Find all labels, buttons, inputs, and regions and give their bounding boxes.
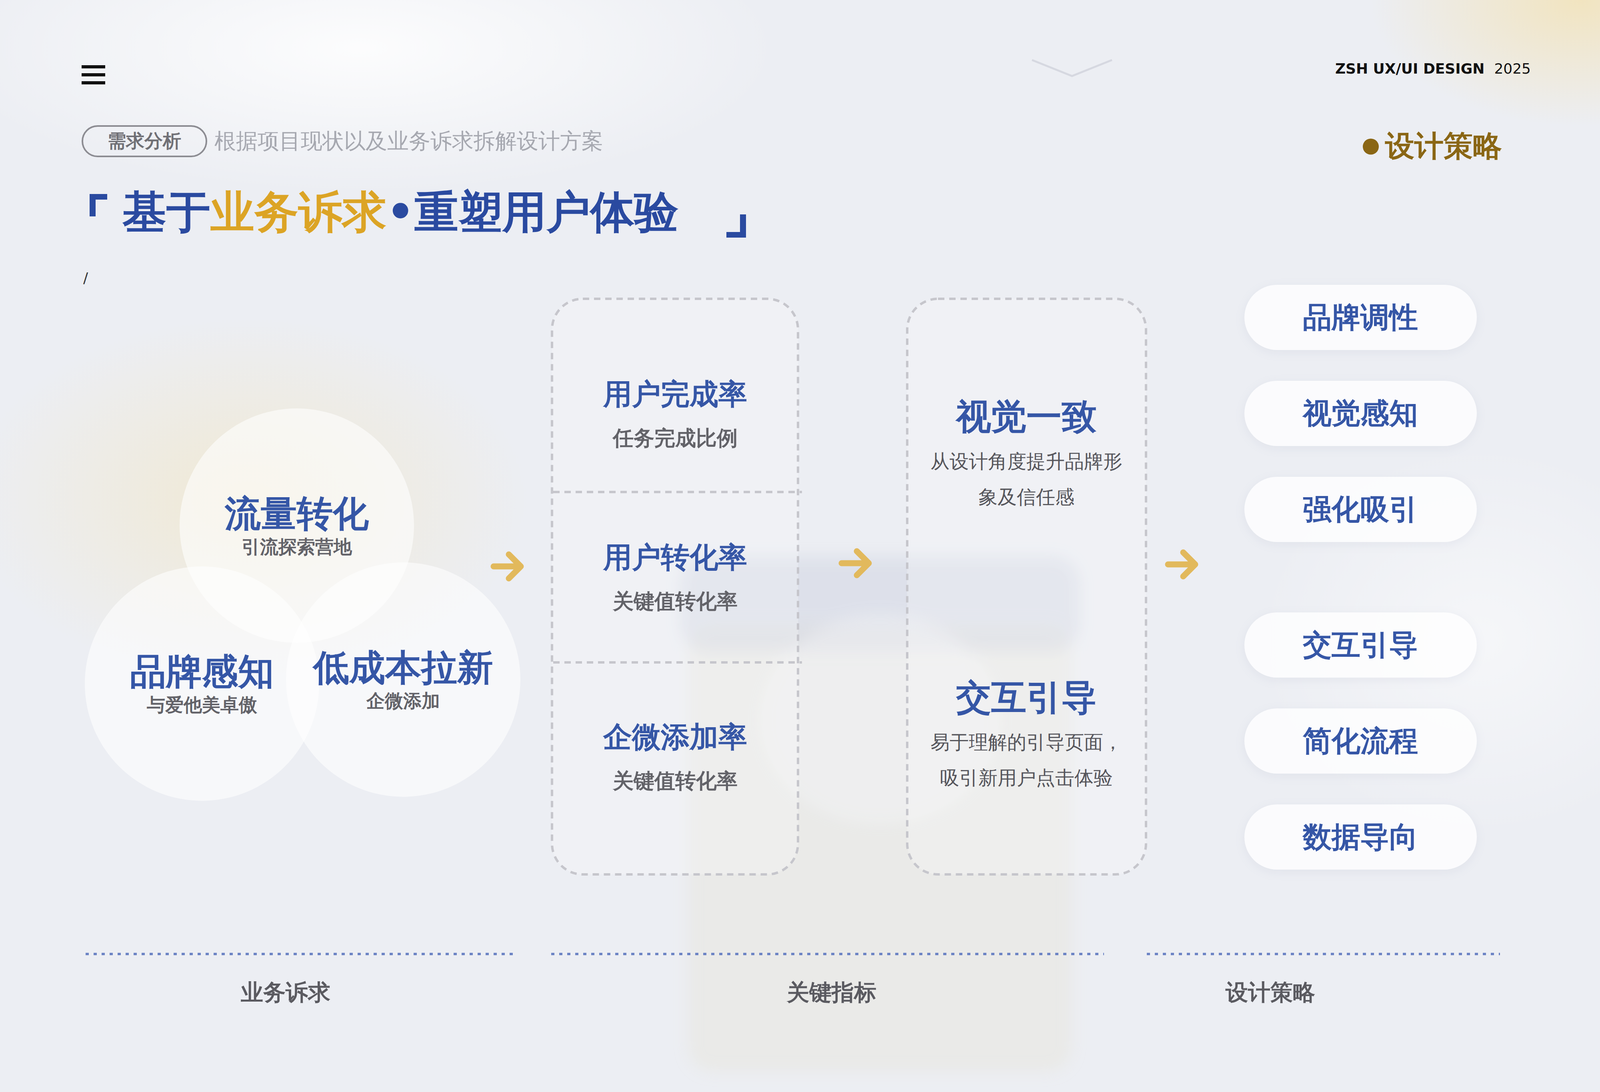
column-caption-text: 关键指标 <box>786 977 877 1008</box>
node-body: 易于理解的引导页面，吸引新用户点击体验 <box>926 724 1127 796</box>
column-caption-text: 业务诉求 <box>240 977 331 1008</box>
node-body: 关键值转化率 <box>612 588 738 615</box>
goal-circle: 低成本拉新企微添加 <box>286 562 521 797</box>
panel-divider <box>553 661 802 664</box>
node-heading: 用户转化率 <box>603 540 748 575</box>
column-caption: 业务诉求 <box>240 977 331 1008</box>
column-caption: 关键指标 <box>786 977 877 1008</box>
strategy-pill: 强化吸引 <box>1244 476 1477 542</box>
strategy-pill: 品牌调性 <box>1244 284 1477 350</box>
column-caption: 设计策略 <box>1225 977 1316 1008</box>
node-heading: 交互引导 <box>956 676 1097 719</box>
strategy-section: 视觉一致从设计角度提升品牌形象及信任感 <box>918 371 1135 540</box>
node-heading: 视觉感知 <box>1302 396 1418 431</box>
subtitle: 根据项目现状以及业务诉求拆解设计方案 <box>214 126 604 156</box>
metric-cell: 用户完成率任务完成比例 <box>563 342 788 486</box>
panel-divider <box>553 490 802 494</box>
node-heading: 品牌调性 <box>1302 300 1418 335</box>
title-bracket-close <box>726 214 746 238</box>
node-heading: 需求分析 <box>107 130 182 152</box>
brand-text: ZSH UX/UI DESIGN <box>1335 60 1485 77</box>
column-caption-text: 设计策略 <box>1225 977 1316 1008</box>
metrics-dashed-panel <box>552 298 798 875</box>
node-heading: 视觉一致 <box>956 395 1097 438</box>
node-heading: 强化吸引 <box>1302 492 1418 527</box>
strategy-section: 交互引导易于理解的引导页面，吸引新用户点击体验 <box>918 652 1135 820</box>
menu-icon <box>81 65 106 85</box>
node-heading: 低成本拉新 <box>313 646 494 689</box>
title-bracket-open <box>89 194 108 217</box>
metric-cell: 用户转化率关键值转化率 <box>563 505 788 650</box>
top-chevron <box>1032 60 1112 76</box>
node-body: 从设计角度提升品牌形象及信任感 <box>926 443 1127 515</box>
section-dotted-lines <box>85 952 1500 956</box>
section-tag: 需求分析 <box>81 125 208 158</box>
strategy-pill: 视觉感知 <box>1244 380 1477 446</box>
node-body: 引流探索营地 <box>241 535 352 559</box>
node-body: 关键值转化率 <box>612 768 738 794</box>
strategy-dashed-panel <box>907 298 1146 875</box>
node-heading: 简化流程 <box>1302 723 1418 758</box>
node-body: 与爱他美卓傲 <box>146 693 258 717</box>
flow-arrows <box>493 551 1196 579</box>
slash-mark: / <box>83 269 88 286</box>
node-heading: 流量转化 <box>224 492 369 535</box>
slash-text: / <box>83 269 88 286</box>
node-heading: 品牌感知 <box>130 650 274 693</box>
subtitle-text: 根据项目现状以及业务诉求拆解设计方案 <box>214 126 604 156</box>
strategy-pill: 简化流程 <box>1244 708 1477 774</box>
marker-dot <box>1362 138 1379 155</box>
year-text: 2025 <box>1494 60 1531 77</box>
node-body: 任务完成比例 <box>612 425 738 452</box>
node-heading: 用户完成率 <box>603 376 748 412</box>
section-marker: 设计策略 <box>1362 126 1502 167</box>
metric-cell: 企微添加率关键值转化率 <box>563 684 788 829</box>
header-brand: ZSH UX/UI DESIGN 2025 <box>1335 60 1531 77</box>
slide-title: 基于业务诉求•重塑用户体验 <box>122 184 679 240</box>
strategy-pill: 交互引导 <box>1244 612 1477 678</box>
strategy-pill: 数据导向 <box>1244 804 1477 870</box>
node-body: 企微添加 <box>366 689 440 713</box>
node-heading: 交互引导 <box>1302 627 1418 662</box>
section-marker-text: 设计策略 <box>1385 126 1502 167</box>
node-heading: 企微添加率 <box>603 719 748 754</box>
goal-circle: 品牌感知与爱他美卓傲 <box>84 566 320 801</box>
node-heading: 数据导向 <box>1302 819 1418 854</box>
